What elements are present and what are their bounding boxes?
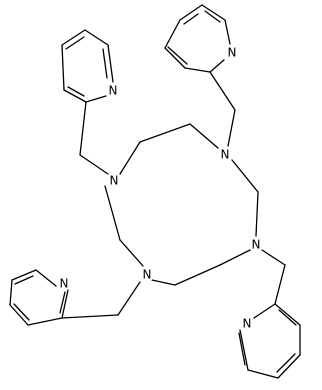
bond-line [253, 303, 276, 319]
atom-label-background [242, 316, 252, 329]
atom-label-background [220, 147, 230, 160]
bond-line [59, 291, 66, 314]
bond-line [209, 59, 225, 73]
atom-label-background [251, 237, 261, 250]
bond-line [61, 44, 65, 91]
atom-label-background [109, 173, 119, 186]
bond-line [227, 109, 236, 147]
bond-line [247, 369, 279, 379]
bond-line [139, 123, 191, 143]
atom-label-background [108, 83, 118, 96]
bond-line [224, 19, 231, 45]
bond-line [255, 191, 259, 237]
bond-line [278, 309, 297, 326]
bond-line [9, 279, 13, 306]
bond-line [11, 269, 37, 281]
bond-line [183, 13, 199, 25]
bond-line [61, 314, 119, 319]
bond-line [276, 353, 296, 373]
atom-label-background [142, 267, 152, 280]
bond-line [189, 123, 219, 149]
bonds-layer [9, 4, 301, 379]
nitrogen-atom-label: N [228, 46, 237, 60]
bond-line [231, 159, 259, 193]
bond-line [79, 101, 87, 156]
bond-line [119, 141, 141, 175]
nitrogen-atom-label: N [60, 277, 69, 291]
bond-line [27, 317, 63, 326]
bond-line [209, 71, 236, 111]
bond-line [261, 249, 286, 266]
atom-label-background [227, 45, 237, 58]
bond-line [117, 281, 141, 316]
bond-line [274, 303, 301, 326]
bond-line [63, 89, 87, 103]
bond-line [67, 86, 85, 97]
bond-line [107, 44, 114, 83]
bond-line [164, 47, 186, 69]
bond-line [65, 36, 85, 50]
atom-label-background [59, 276, 69, 289]
bond-line [274, 264, 286, 305]
bond-line [201, 4, 226, 21]
bond-line [79, 154, 109, 175]
bond-line [104, 185, 121, 241]
bond-line [119, 239, 144, 267]
bond-line [184, 67, 211, 73]
bond-line [14, 275, 34, 285]
bond-line [174, 264, 221, 286]
bond-line [61, 29, 86, 46]
bond-line [151, 279, 176, 286]
bond-line [35, 269, 57, 287]
nitrogen-atom-label: N [109, 84, 118, 98]
bond-line [239, 329, 249, 371]
bond-line [9, 304, 29, 326]
nitrogen-atom-label: N [243, 317, 252, 331]
bond-line [167, 46, 188, 65]
bond-line [84, 29, 109, 46]
bond-line [277, 354, 301, 379]
bond-line [61, 289, 69, 319]
bond-line [102, 48, 108, 79]
bond-line [204, 10, 221, 23]
nitrogen-atom-label: N [143, 268, 152, 282]
nitrogen-atom-label: N [252, 238, 261, 252]
bond-line [179, 4, 203, 21]
bond-line [85, 95, 107, 103]
bond-line [219, 249, 251, 266]
nitrogen-atom-label: N [110, 174, 119, 188]
atoms-layer: N N N N N N N N [59, 45, 261, 331]
bond-line [164, 19, 181, 49]
bond-line [13, 303, 30, 321]
bond-line [238, 332, 246, 366]
nitrogen-atom-label: N [221, 148, 230, 162]
